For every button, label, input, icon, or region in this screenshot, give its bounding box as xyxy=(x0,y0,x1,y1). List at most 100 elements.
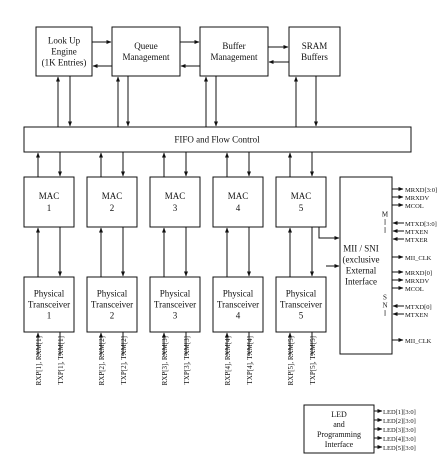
lookup-engine-block-label-line: (1K Entries) xyxy=(42,58,87,68)
sni_signals-3-label: MTXD[0] xyxy=(405,304,432,311)
phy-5-label-line: Physical xyxy=(286,289,317,299)
mac-3-block xyxy=(149,176,201,228)
sram-buffers-block-label-line: SRAM xyxy=(302,41,328,51)
phy-3-block xyxy=(149,276,201,333)
sni-vertical-label-line: S xyxy=(383,293,387,301)
mac-5-label-line: 5 xyxy=(299,203,304,213)
mii_signals-5-label: MTXER xyxy=(405,237,428,244)
mac-2-label: MAC 2 xyxy=(102,191,123,213)
mii_signals-4-label: MTXEN xyxy=(405,229,428,236)
phy-2-block xyxy=(86,276,138,333)
sni_signals-5-label: MII_CLK xyxy=(405,338,432,345)
mac-2-label-line: MAC xyxy=(102,191,123,201)
buffer-management-block xyxy=(199,26,269,77)
mii_signals-2-label: MCOL xyxy=(405,203,424,210)
queue-management-block-label-line: Queue xyxy=(134,41,158,51)
mac-3-label-line: 3 xyxy=(173,203,178,213)
phy-1-label-line: Transceiver xyxy=(28,300,70,310)
fifo-flow-control-label-line: FIFO and Flow Control xyxy=(174,135,260,145)
queue-management-block xyxy=(111,26,181,77)
mac-3-label: MAC 3 xyxy=(165,191,186,213)
mac-5-label-line: MAC xyxy=(291,191,312,201)
queue-management-block-label-line: Management xyxy=(123,52,170,62)
mii-vertical-label-line: I xyxy=(384,226,387,234)
led-signal-5-label: LED[5][3:0] xyxy=(383,445,416,452)
led-programming-label-line: LED xyxy=(331,410,347,419)
led-signal-1-label: LED[1][3:0] xyxy=(383,409,416,416)
phy-5-label-line: Transceiver xyxy=(280,300,322,310)
led-programming-interface-block xyxy=(303,404,375,454)
led-signal-3-label: LED[3][3:0] xyxy=(383,427,416,434)
mii-sni-interface-block xyxy=(339,176,393,355)
phy-3-label-line: 3 xyxy=(173,311,178,321)
mac-4-block xyxy=(212,176,264,228)
tx-pin-5-label: TXP[5], TXM[5] xyxy=(309,336,317,384)
mii_signals-3-label: MTXD[3:0] xyxy=(405,221,437,228)
phy-4-label-line: Transceiver xyxy=(217,300,259,310)
tx-pin-4-label: TXP[4], TXM[4] xyxy=(246,336,254,384)
sni_signals-2-label: MCOL xyxy=(405,286,424,293)
sni-vertical-label-line: I xyxy=(384,309,387,317)
mac-4-label-line: 4 xyxy=(236,203,241,213)
led-programming-label-line: Programming xyxy=(317,430,361,439)
sram-buffers-block xyxy=(288,26,341,77)
mac-1-label-line: 1 xyxy=(47,203,52,213)
sni_signals-4-label: MTXEN xyxy=(405,312,428,319)
phy-3-label-line: Transceiver xyxy=(154,300,196,310)
tx-pin-3-label: TXP[3], TXM[3] xyxy=(183,336,191,384)
mii_signals-0-label: MRXD[3:0] xyxy=(405,187,437,194)
rx-pin-1-label: RXP[1], RXM[1] xyxy=(35,336,43,385)
phy-2-label-line: Transceiver xyxy=(91,300,133,310)
fifo-flow-control-block xyxy=(23,126,412,153)
mac-2-label-line: 2 xyxy=(110,203,115,213)
phy-2-label-line: 2 xyxy=(110,311,115,321)
lookup-engine-block-label-line: Look Up xyxy=(48,36,81,46)
sni-vertical-label-line: N xyxy=(382,301,387,309)
led-programming-label-line: Interface xyxy=(325,440,354,449)
mii-sni-label-line: (exclusive xyxy=(343,255,380,265)
lookup-engine-block-label-line: Engine xyxy=(51,47,77,57)
rx-pin-5-label: RXP[5], RXM[5] xyxy=(287,336,295,385)
sram-buffers-block-label-line: Buffers xyxy=(301,52,328,62)
lookup-engine-block xyxy=(35,26,93,77)
mii-sni-label-line: External xyxy=(346,266,377,276)
mii_signals-1-label: MRXDV xyxy=(405,195,430,202)
mii-sni-label-line: Interface xyxy=(345,277,377,287)
rx-pin-3-label: RXP[3], RXM[3] xyxy=(161,336,169,385)
mii-sni-label-line: MII / SNI xyxy=(343,244,379,254)
sni_signals-1-label: MRXDV xyxy=(405,278,430,285)
phy-1-label-line: 1 xyxy=(47,311,52,321)
phy-1-label-line: Physical xyxy=(34,289,65,299)
mac-3-label-line: MAC xyxy=(165,191,186,201)
rx-pin-2-label: RXP[2], RXM[2] xyxy=(98,336,106,385)
phy-4-block xyxy=(212,276,264,333)
led-signal-4-label: LED[4][3:0] xyxy=(383,436,416,443)
rx-pin-4-label: RXP[4], RXM[4] xyxy=(224,336,232,385)
mii_signals-6-label: MII_CLK xyxy=(405,255,432,262)
phy-5-label-line: 5 xyxy=(299,311,304,321)
phy-2-label-line: Physical xyxy=(97,289,128,299)
mii-vertical-label-line: M xyxy=(382,210,389,218)
buffer-management-block-label-line: Buffer xyxy=(222,41,245,51)
mac-1-block xyxy=(23,176,75,228)
mac-5-label: MAC 5 xyxy=(291,191,312,213)
mac5-to-mii-connector xyxy=(318,227,340,240)
tx-pin-2-label: TXP[2], TXM[2] xyxy=(120,336,128,384)
mii-vertical-label-line: I xyxy=(384,218,387,226)
phy-1-block xyxy=(23,276,75,333)
